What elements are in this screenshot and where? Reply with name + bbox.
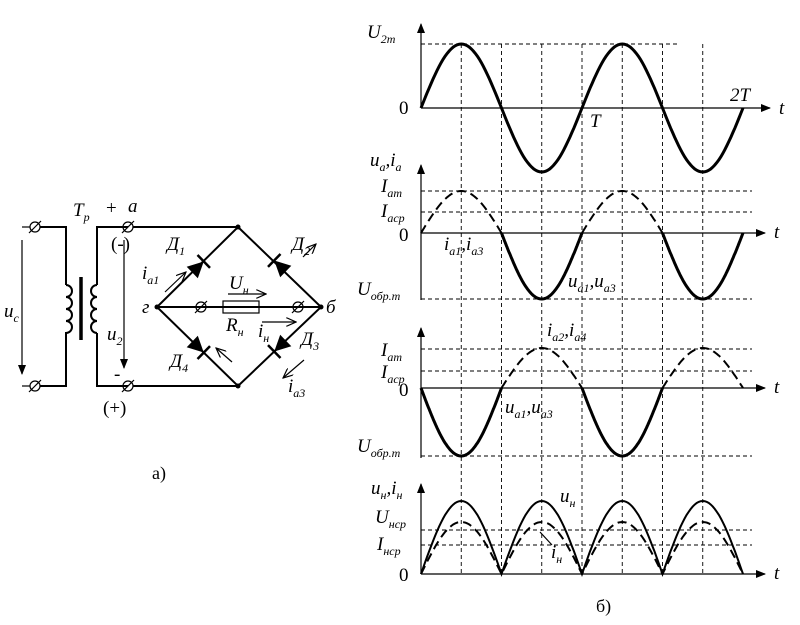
ia3-arrow — [283, 359, 305, 378]
ia1-arrow — [164, 272, 186, 293]
period-guide-lines — [460, 44, 704, 574]
node-a-polarity: (-) — [111, 234, 130, 255]
diode-d4 — [186, 335, 211, 360]
diode-d2 — [267, 253, 292, 278]
transformer-label: Тр — [73, 200, 90, 224]
circuit-caption: а) — [152, 463, 166, 484]
plots-caption: б) — [596, 596, 611, 617]
plot-u2: U2m 0 T 2T t — [367, 22, 785, 174]
plot2-iam-label: Iam — [380, 176, 402, 200]
diode-d3-label: Д3 — [299, 329, 319, 353]
timing-plots: U2m 0 T 2T t ua,ia Iam Iacp 0 iа1,iа3 uа… — [357, 22, 785, 617]
source-voltage-label: uс — [4, 301, 20, 325]
plot2-uobr-label: Uобр.m — [357, 279, 401, 303]
plot2-current-curve — [420, 190, 664, 234]
plot4-in-label: iн — [551, 542, 562, 566]
plot-d2-d4: Iam Iacp 0 iа2,iа4 uа1,uа3 Uобр.m t — [357, 320, 780, 460]
plot3-current-curve — [500, 347, 744, 389]
secondary-coil — [90, 284, 98, 334]
node-b-label: б — [326, 297, 337, 318]
plot3-iam-label: Iam — [380, 340, 402, 364]
rn-label: Rн — [225, 315, 244, 339]
diode-d2-label: Д2 — [290, 234, 310, 258]
diode-d4-label: Д4 — [168, 351, 188, 375]
diode-d1 — [186, 254, 211, 279]
primary-terminal-top — [28, 220, 42, 234]
primary-coil — [65, 284, 73, 334]
plot2-zero-label: 0 — [399, 225, 409, 246]
plot3-uobr-label: Uобр.m — [357, 436, 401, 460]
period-2t-label: 2T — [730, 85, 752, 106]
plot4-t-label: t — [774, 563, 780, 584]
plot2-current-label: iа1,iа3 — [444, 234, 483, 258]
plot2-ua-ia-label: ua,ia — [370, 150, 402, 174]
plot-d1-d3: ua,ia Iam Iacp 0 iа1,iа3 uа1,uа3 Uобр.m … — [357, 150, 780, 303]
plot2-iacp-label: Iacp — [380, 201, 405, 225]
ia3-label: iа3 — [288, 376, 305, 400]
primary-wire-bottom — [40, 332, 67, 387]
minus-sign: - — [114, 364, 120, 385]
plot4-un-in-label: uн,iн — [371, 478, 402, 502]
plot3-t-label: t — [774, 377, 780, 398]
u2-label: u2 — [107, 324, 123, 348]
node-g-label: г — [142, 297, 149, 318]
bottom-polarity: (+) — [103, 398, 126, 419]
load-terminal-left — [194, 300, 208, 314]
primary-wire-top — [40, 226, 67, 285]
plot3-voltage-curve — [419, 387, 664, 458]
un-label: Uн — [229, 273, 249, 297]
d2-current-arrow — [302, 244, 316, 258]
plot-load: uн,iн Uнср Iнср 0 uн iн t — [371, 478, 780, 586]
plot3-iacp-label: Iacp — [380, 362, 405, 386]
plot3-voltage-label: uа1,uа3 — [505, 397, 553, 421]
plot1-zero-label: 0 — [399, 98, 409, 119]
ia1-label: iа1 — [142, 263, 159, 287]
plus-sign: + — [106, 198, 117, 219]
diode-d3 — [267, 334, 292, 359]
u2-sine-curve — [419, 42, 745, 174]
d4-current-arrow — [216, 348, 233, 363]
load-terminal-right — [291, 300, 305, 314]
plot4-zero-label: 0 — [399, 565, 409, 586]
period-t-label: T — [590, 111, 602, 132]
plot1-u2m-label: U2m — [367, 22, 396, 46]
bridge-circuit: uс Тр + а (-) - (+) u2 г б Д1 Д2 Д3 Д4 i… — [4, 196, 337, 484]
node-a-label: а — [128, 196, 138, 217]
plot4-in-pointer — [539, 531, 553, 546]
diode-d1-label: Д1 — [165, 234, 185, 258]
plot3-zero-label: 0 — [399, 380, 409, 401]
plot4-un-label: uн — [560, 486, 576, 510]
plot1-t-label: t — [779, 98, 785, 119]
plot4-incp-label: Iнср — [376, 534, 401, 558]
plot2-t-label: t — [774, 222, 780, 243]
plot3-current-label: iа2,iа4 — [547, 320, 586, 344]
load-resistor — [222, 300, 260, 314]
plot2-voltage-label: uа1,uа3 — [568, 271, 616, 295]
primary-terminal-bottom — [28, 379, 42, 393]
plot2-voltage-curve — [500, 232, 745, 301]
plot4-uncp-label: Uнср — [375, 507, 406, 531]
in-label: iн — [258, 321, 269, 345]
load-current-curve — [420, 520, 744, 577]
